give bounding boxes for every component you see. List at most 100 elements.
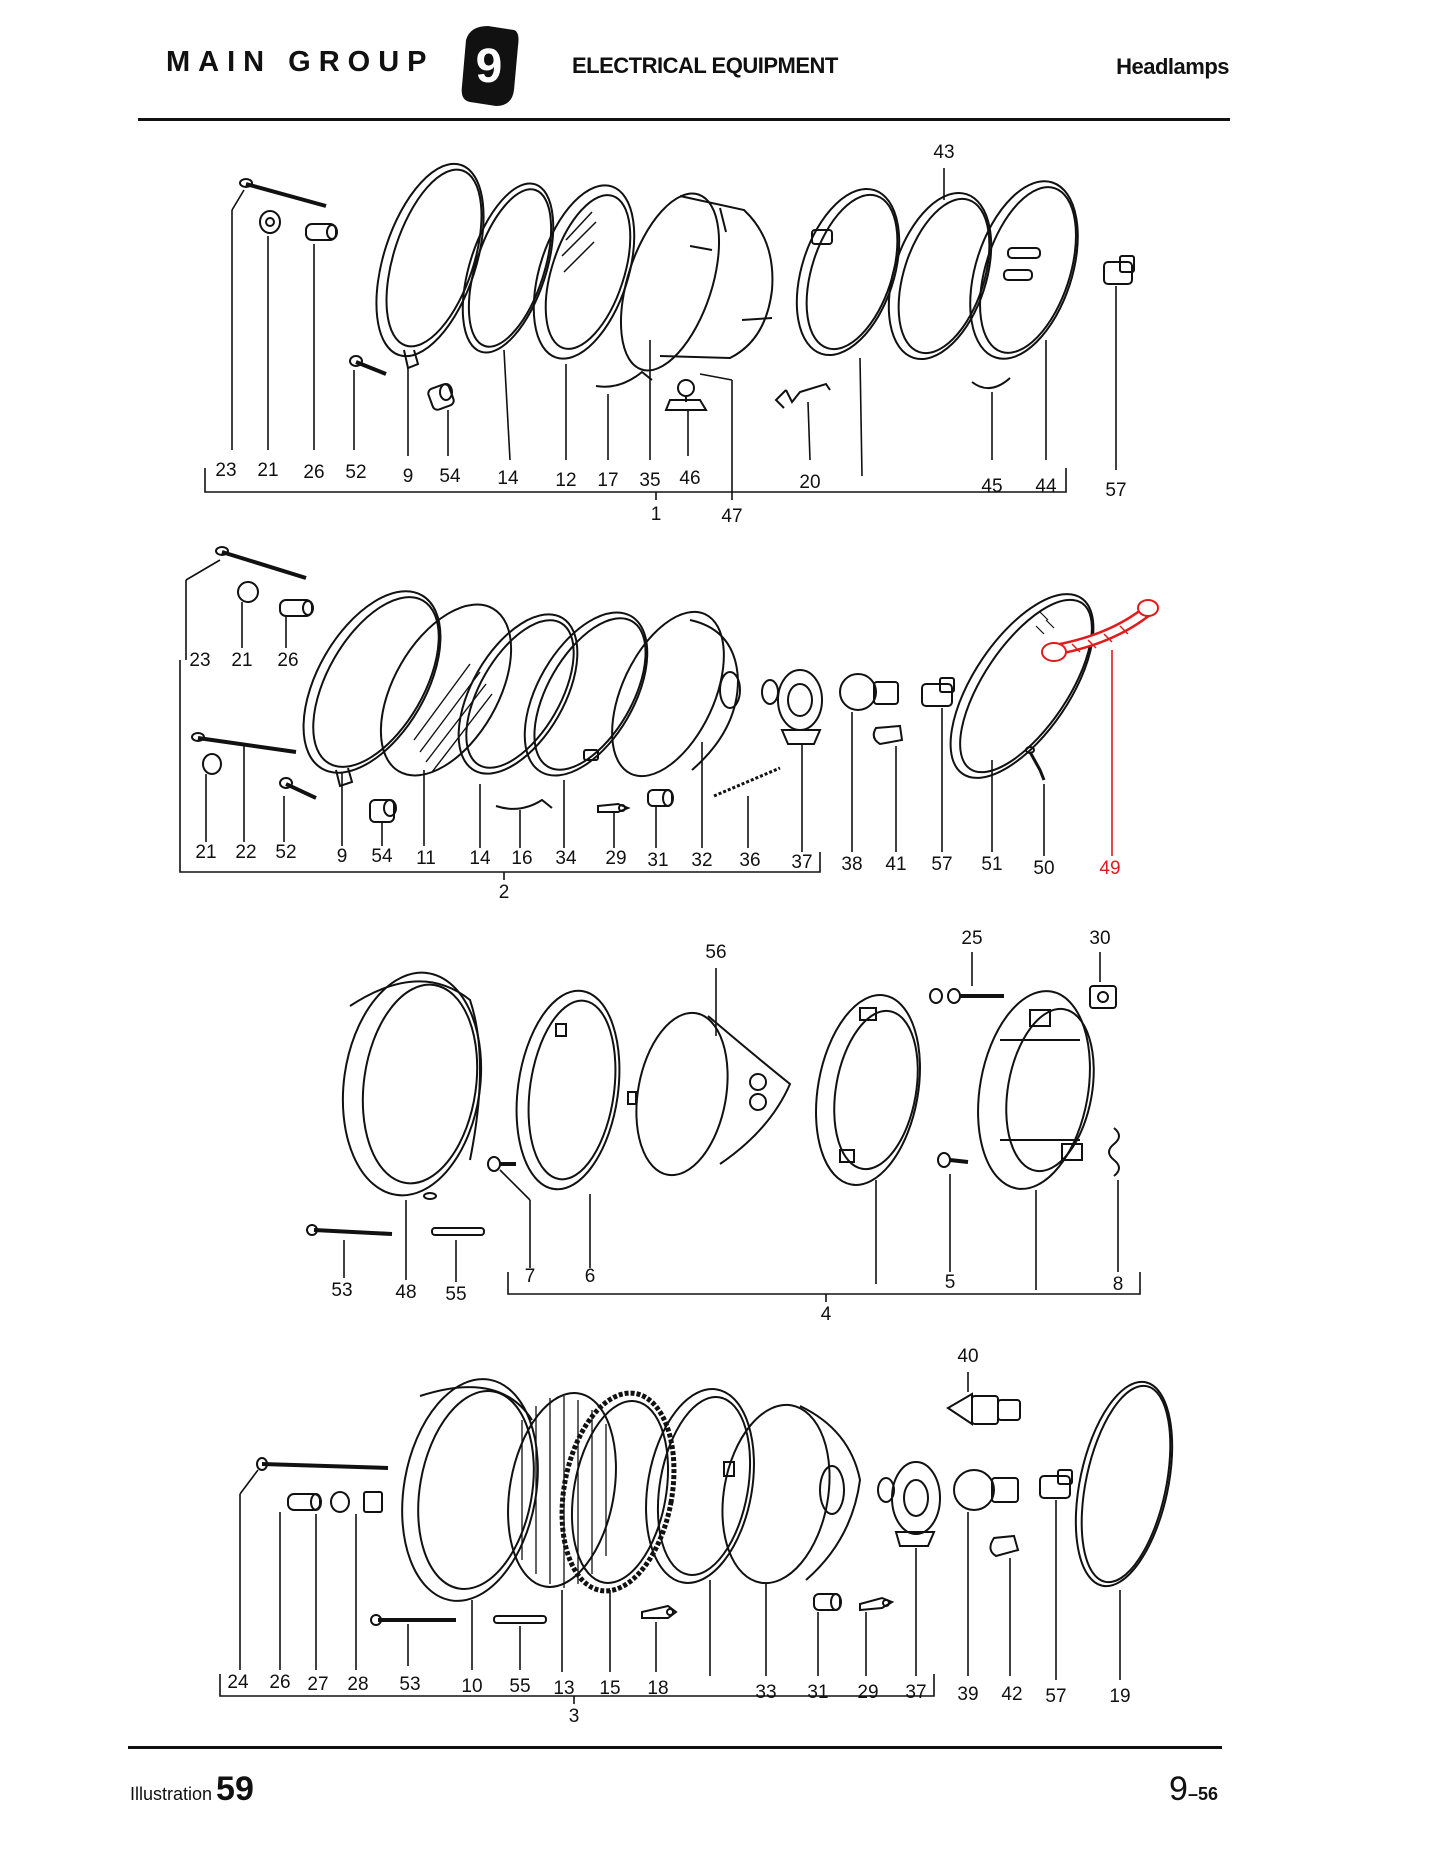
part-headlamp-rim-48[interactable] [329, 964, 495, 1205]
part-spring-45[interactable] [971, 377, 1011, 389]
part-washer-21c[interactable] [202, 753, 222, 775]
part-bulb-39[interactable] [953, 1469, 1019, 1511]
label-8: 8 [1113, 1274, 1124, 1295]
part-bush-26c[interactable] [287, 1493, 322, 1511]
assembly-group-4 [306, 952, 1141, 1302]
label-6: 6 [585, 1266, 596, 1287]
part-screw-5[interactable] [937, 1152, 969, 1168]
part-bulb-holder-37b[interactable] [877, 1461, 941, 1547]
part-bush-31b[interactable] [813, 1593, 842, 1611]
part-screw-53b[interactable] [370, 1614, 456, 1626]
label-44: 44 [1035, 476, 1057, 497]
label-29: 29 [605, 848, 626, 869]
part-ring-14b[interactable] [434, 595, 602, 793]
footer-rule [128, 1746, 1222, 1749]
part-spring-36[interactable] [713, 766, 781, 798]
part-sleeve-54[interactable] [427, 383, 455, 411]
part-bulb-holder-46[interactable] [664, 379, 708, 411]
part-reflector-43[interactable] [870, 180, 1011, 372]
label-31b: 31 [807, 1682, 828, 1703]
part-bulb-42[interactable] [989, 1534, 1020, 1558]
part-bush-26b[interactable] [279, 599, 314, 617]
label-28: 28 [347, 1674, 368, 1695]
part-bulb-41[interactable] [872, 724, 904, 746]
part-reflector-35[interactable] [602, 182, 774, 383]
part-ring-14[interactable] [445, 173, 572, 364]
section-title: ELECTRICAL EQUIPMENT [572, 53, 838, 78]
part-pin-55[interactable] [431, 1227, 485, 1236]
leader-lines-group-2 [179, 559, 1113, 880]
part-screw-7[interactable] [487, 1156, 516, 1172]
part-spring-8[interactable] [1108, 1127, 1120, 1177]
part-bulb-40[interactable] [946, 1392, 1021, 1426]
part-gasket-49-highlighted[interactable] [1041, 599, 1159, 662]
label-assembly-1: 1 [651, 504, 662, 525]
part-screw-22[interactable] [191, 732, 297, 754]
part-clip-29[interactable] [597, 802, 631, 813]
part-sleeve-54b[interactable] [369, 799, 397, 823]
part-pin-55b[interactable] [493, 1615, 547, 1624]
part-housing-4[interactable] [963, 982, 1105, 1198]
part-bulb-holder-37[interactable] [761, 669, 823, 745]
label-13: 13 [553, 1678, 574, 1699]
part-adjusting-ring[interactable] [802, 987, 934, 1193]
part-washer-27[interactable] [330, 1491, 350, 1513]
part-connector-57c[interactable] [1039, 1469, 1073, 1499]
part-screw-52b[interactable] [279, 777, 317, 800]
leader-lines-group-3 [219, 1372, 1121, 1704]
part-screw-52[interactable] [349, 355, 387, 376]
part-bush-26[interactable] [305, 223, 338, 241]
part-washer-21b[interactable] [237, 581, 259, 603]
label-11: 11 [416, 848, 436, 869]
part-ring-3[interactable] [632, 1380, 768, 1591]
part-reflector-32[interactable] [589, 595, 747, 793]
part-rim-9b[interactable] [275, 568, 469, 795]
part-lens-11[interactable] [354, 583, 538, 798]
group-number-badge: 9 [456, 22, 522, 110]
part-screw-24[interactable] [256, 1457, 389, 1471]
part-bulb-38[interactable] [839, 673, 899, 711]
part-clip-30[interactable] [1089, 985, 1117, 1009]
label-55: 55 [445, 1284, 466, 1305]
part-plate-28[interactable] [363, 1491, 383, 1513]
part-clip-18[interactable] [641, 1604, 678, 1619]
label-53: 53 [331, 1280, 352, 1301]
part-gasket-19[interactable] [1059, 1373, 1188, 1595]
part-bush-31[interactable] [647, 789, 674, 807]
part-clip-29b[interactable] [859, 1596, 895, 1612]
label-12: 12 [555, 470, 576, 491]
label-57c: 57 [1045, 1686, 1066, 1707]
label-26: 26 [303, 462, 324, 483]
part-rim-9[interactable] [355, 151, 504, 370]
part-housing-44[interactable] [950, 168, 1098, 373]
label-26b: 26 [277, 650, 298, 671]
part-mounting-ring[interactable] [778, 176, 919, 368]
label-43: 43 [933, 142, 954, 163]
label-21b: 21 [231, 650, 252, 671]
label-38: 38 [841, 854, 862, 875]
part-washer-21[interactable] [259, 210, 281, 234]
part-screw-23b[interactable] [215, 546, 307, 580]
part-bracket-20[interactable] [774, 382, 831, 409]
part-ring-6[interactable] [505, 984, 637, 1196]
label-55b: 55 [509, 1676, 530, 1697]
part-lens-12[interactable] [514, 173, 653, 371]
part-gasket-15[interactable] [547, 1384, 688, 1600]
part-rim-10[interactable] [386, 1368, 555, 1612]
page-number-sub: 56 [1197, 1784, 1218, 1804]
part-ring-34[interactable] [499, 592, 672, 796]
part-clip-16[interactable] [495, 798, 553, 810]
part-clip-17[interactable] [595, 370, 653, 388]
illustration-number: 59 [216, 1770, 254, 1808]
part-reflector-33[interactable] [709, 1396, 862, 1591]
part-cable-50[interactable] [1025, 746, 1046, 781]
part-screw-23[interactable] [239, 178, 327, 208]
part-connector-57b[interactable] [921, 677, 955, 707]
part-screw-53[interactable] [306, 1224, 393, 1236]
part-lens-13[interactable] [494, 1384, 630, 1595]
part-rim-51[interactable] [923, 571, 1121, 800]
part-connector-57[interactable] [1103, 255, 1135, 285]
part-screw-25[interactable] [929, 988, 1004, 1004]
label-21c: 21 [195, 842, 216, 863]
part-reflector-56[interactable] [624, 1006, 792, 1183]
